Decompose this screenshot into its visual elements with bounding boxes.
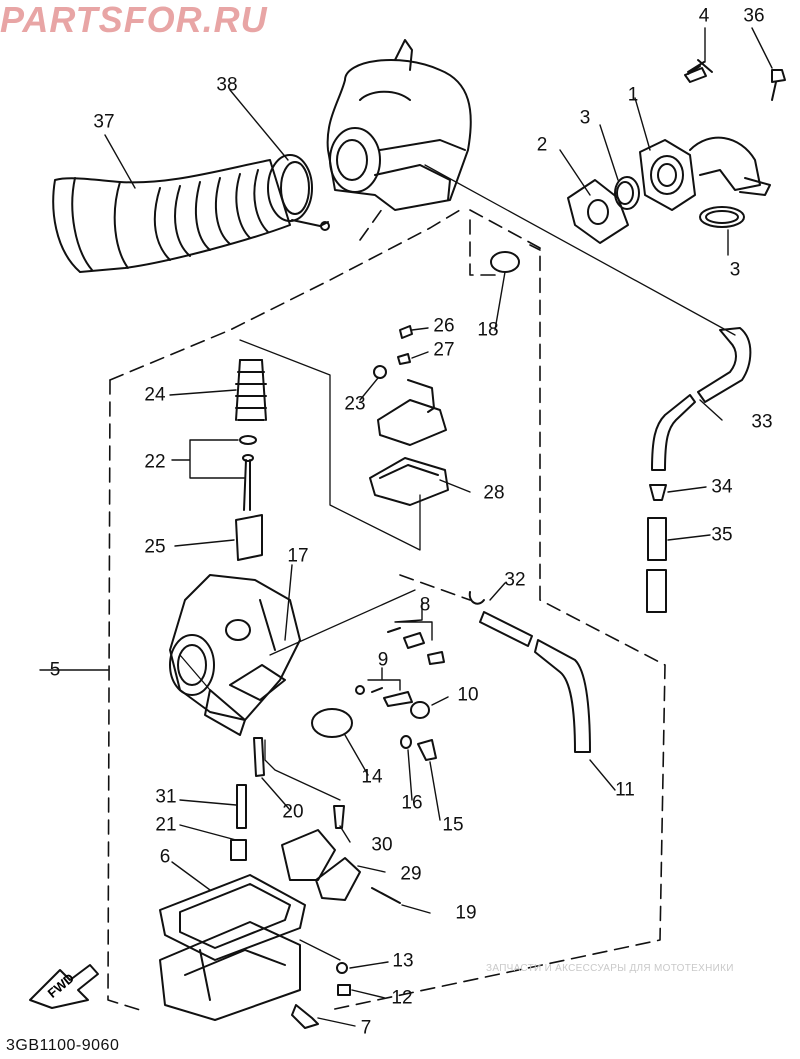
intake-boot	[52, 159, 291, 273]
part-label-3-upper: 3	[579, 107, 591, 129]
part-label-16: 16	[401, 792, 423, 814]
part-label-31: 31	[155, 786, 177, 808]
jets	[230, 737, 265, 861]
part-label-35: 35	[711, 524, 733, 546]
part-label-36: 36	[743, 5, 765, 27]
part-label-23: 23	[344, 393, 366, 415]
sealing-plate	[490, 251, 520, 273]
part-label-9: 9	[377, 649, 389, 671]
part-label-34: 34	[711, 476, 733, 498]
label-leaders	[39, 27, 773, 1027]
carburetor-top-view	[326, 39, 472, 211]
throttle-slide-parts	[235, 359, 267, 561]
top-cover-parts	[369, 325, 449, 506]
vent-hose	[646, 327, 752, 613]
part-label-8: 8	[419, 594, 431, 616]
watermark-logo: PARTSFOR.RU	[0, 0, 268, 40]
part-label-2: 2	[536, 134, 548, 156]
part-label-17: 17	[287, 545, 309, 567]
part-label-37: 37	[93, 111, 115, 133]
part-label-32: 32	[504, 569, 526, 591]
part-label-15: 15	[442, 814, 464, 836]
relation-lines	[179, 164, 736, 961]
assembly-dash-lines	[107, 204, 666, 1011]
carburetor-body	[169, 574, 301, 736]
part-label-18: 18	[477, 319, 499, 341]
part-label-10: 10	[457, 684, 479, 706]
part-label-7: 7	[360, 1017, 372, 1039]
part-label-11: 11	[615, 779, 635, 801]
part-label-27: 27	[433, 339, 455, 361]
part-label-5: 5	[49, 659, 61, 681]
part-label-3-lower: 3	[729, 259, 741, 281]
part-label-13: 13	[392, 950, 414, 972]
part-label-4: 4	[698, 5, 710, 27]
svg-text:PARTSFOR.RU: PARTSFOR.RU	[0, 0, 268, 40]
part-label-29: 29	[400, 863, 422, 885]
overflow-hose	[468, 591, 591, 753]
part-label-6: 6	[159, 846, 171, 868]
part-label-14: 14	[361, 766, 383, 788]
part-label-26: 26	[433, 315, 455, 337]
float-bowl	[159, 874, 351, 1029]
part-label-25: 25	[144, 536, 166, 558]
drawing-code: 3GB1100-9060	[6, 1037, 120, 1054]
part-label-28: 28	[483, 482, 505, 504]
part-label-21: 21	[155, 814, 177, 836]
part-label-38: 38	[216, 74, 238, 96]
part-label-19: 19	[455, 902, 477, 924]
part-label-33: 33	[751, 411, 773, 433]
part-label-20: 20	[282, 801, 304, 823]
part-label-22: 22	[144, 451, 166, 473]
fwd-arrow	[29, 964, 99, 1009]
watermark-caption: ЗАПЧАСТИ И АКСЕССУАРЫ ДЛЯ МОТОТЕХНИКИ	[486, 963, 734, 974]
part-label-24: 24	[144, 384, 166, 406]
adjusting-screws	[311, 627, 445, 761]
manifold-parts	[567, 59, 786, 244]
part-label-1: 1	[627, 84, 639, 106]
hose-clamp	[267, 154, 330, 231]
part-label-30: 30	[371, 834, 393, 856]
part-label-12: 12	[391, 987, 413, 1009]
